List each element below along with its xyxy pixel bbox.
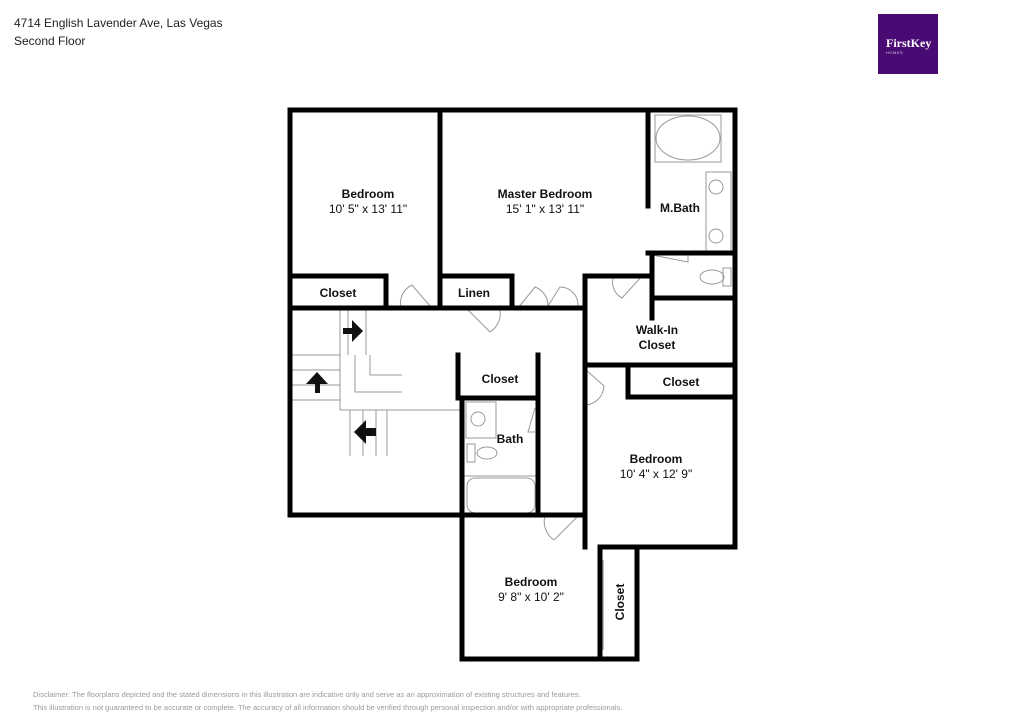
room-master-bedroom: Master Bedroom: [498, 187, 593, 201]
arrow-right-icon: [343, 320, 363, 342]
floor-label: Second Floor: [14, 34, 86, 48]
room-bedroom-1-dims: 10' 5" x 13' 11": [329, 202, 407, 216]
room-walk-in-closet-2: Closet: [639, 338, 676, 352]
arrow-up-icon: [306, 372, 328, 393]
logo-sub: HOMES: [886, 50, 904, 55]
room-bath: Bath: [497, 432, 524, 446]
disclaimer-line-2: This illustration is not guaranteed to b…: [33, 703, 623, 712]
disclaimer-line-1: Disclaimer: The floorplans depicted and …: [33, 690, 581, 699]
room-closet-1: Closet: [320, 286, 357, 300]
room-closet-hall: Closet: [482, 372, 519, 386]
room-bedroom-3: Bedroom: [505, 575, 558, 589]
room-m-bath: M.Bath: [660, 201, 700, 215]
room-walk-in-closet: Walk-In: [636, 323, 678, 337]
room-master-bedroom-dims: 15' 1" x 13' 11": [506, 202, 584, 216]
arrow-left-icon: [354, 420, 376, 444]
room-bedroom-3-dims: 9' 8" x 10' 2": [498, 590, 564, 604]
walls: [287, 107, 738, 662]
stair-arrows: [306, 320, 376, 444]
room-bedroom-2-dims: 10' 4" x 12' 9": [620, 467, 692, 481]
address: 4714 English Lavender Ave, Las Vegas: [14, 16, 223, 30]
room-bedroom-1: Bedroom: [342, 187, 395, 201]
logo-brand: FirstKey: [886, 36, 932, 50]
room-linen: Linen: [458, 286, 490, 300]
room-bedroom-2: Bedroom: [630, 452, 683, 466]
firstkey-logo: FirstKey HOMES: [878, 14, 938, 74]
room-closet-bottom: Closet: [613, 584, 627, 621]
room-closet-right: Closet: [663, 375, 700, 389]
